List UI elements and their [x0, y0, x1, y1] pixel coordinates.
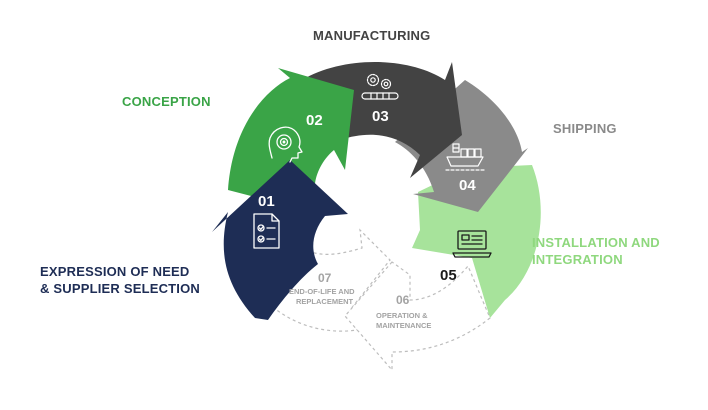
stage-01-label-line-1: EXPRESSION OF NEED — [40, 264, 190, 279]
stage-05-label-line-2: INTEGRATION — [532, 252, 623, 267]
stage-07-label-line-1: END-OF-LIFE AND — [289, 287, 355, 296]
stage-07-label-line-2: REPLACEMENT — [296, 297, 354, 306]
stage-02-arrow — [228, 68, 354, 206]
cargo-ship-icon — [445, 143, 485, 171]
stage-01-label-line-2: & SUPPLIER SELECTION — [40, 281, 201, 296]
stage-05-label-line-1: INSTALLATION AND — [532, 235, 660, 250]
head-idea-icon — [268, 126, 303, 163]
stage-05-arrow — [412, 165, 541, 318]
stage-06-label-line-2: MAINTENANCE — [376, 321, 431, 330]
stage-02-label: CONCEPTION — [122, 93, 211, 110]
stage-06-number: 06 — [396, 293, 410, 307]
stage-03-label-line-1: MANUFACTURING — [313, 28, 431, 43]
stage-03-number: 03 — [372, 108, 389, 125]
stage-04-number: 04 — [459, 177, 476, 194]
stage-05-number: 05 — [440, 267, 457, 284]
stage-06-arrow — [344, 261, 491, 372]
stage-01-number: 01 — [258, 193, 275, 210]
stage-01-label: EXPRESSION OF NEED & SUPPLIER SELECTION — [40, 263, 200, 297]
stage-01-arrow — [212, 160, 348, 320]
stage-02-label-line-1: CONCEPTION — [122, 94, 211, 109]
stage-02-number: 02 — [306, 112, 323, 129]
stage-07-number: 07 — [318, 271, 332, 285]
laptop-icon — [452, 230, 492, 258]
gears-conveyor-icon — [361, 73, 399, 100]
stage-05-label: INSTALLATION AND INTEGRATION — [532, 234, 660, 268]
checklist-icon — [253, 213, 280, 249]
stage-04-label-line-1: SHIPPING — [553, 121, 617, 136]
stage-06-label-line-1: OPERATION & — [376, 311, 428, 320]
stage-04-label: SHIPPING — [553, 120, 617, 137]
stage-03-label: MANUFACTURING — [313, 27, 430, 44]
